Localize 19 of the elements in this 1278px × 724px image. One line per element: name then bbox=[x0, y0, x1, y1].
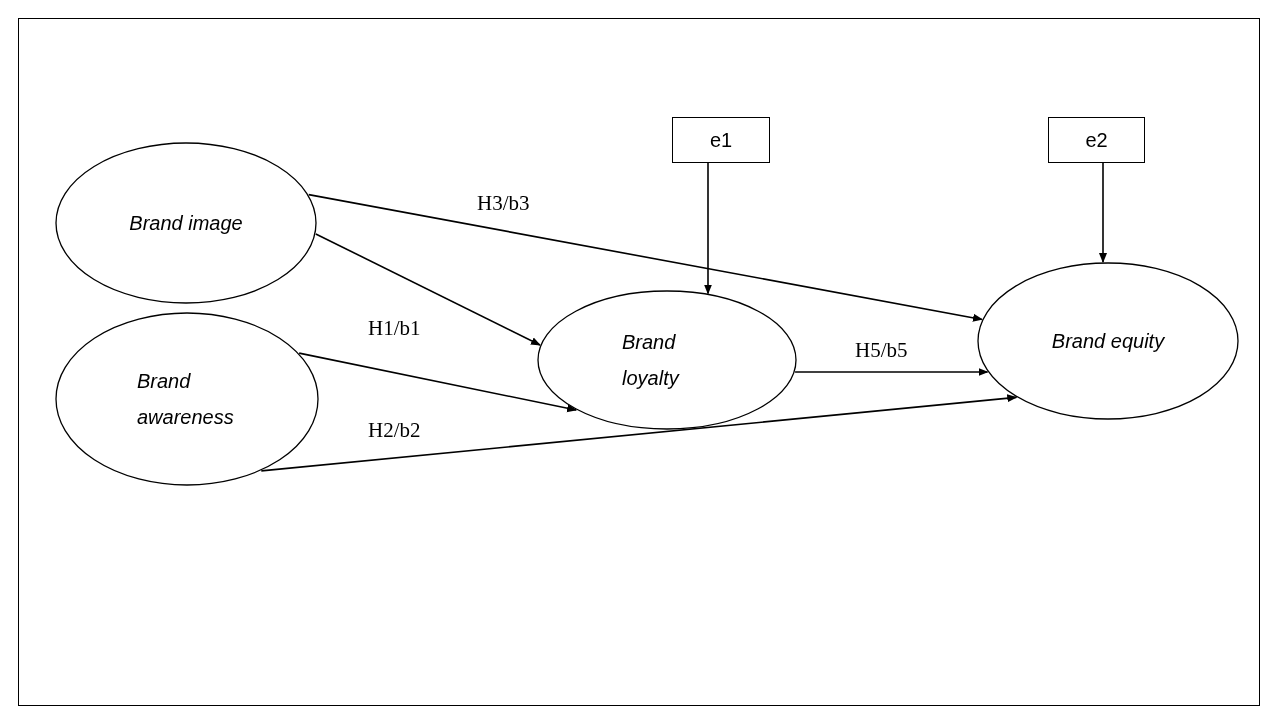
node-label: e1 bbox=[709, 128, 733, 153]
arrow bbox=[298, 352, 578, 413]
error-term-box bbox=[672, 117, 770, 163]
ellipse-node bbox=[977, 262, 1239, 420]
arrow bbox=[794, 368, 989, 376]
arrow bbox=[315, 233, 541, 346]
arrow bbox=[704, 162, 712, 295]
arrow bbox=[307, 193, 983, 322]
node-label: Brand loyalty bbox=[622, 330, 681, 391]
error-term-box bbox=[1048, 117, 1145, 163]
node-label: e2 bbox=[1085, 128, 1108, 153]
node-label: Brand image bbox=[129, 211, 243, 236]
ellipse-node bbox=[55, 142, 317, 304]
arrow bbox=[260, 394, 1018, 472]
ellipse-node bbox=[537, 290, 797, 430]
node-label: Brand awareness bbox=[137, 369, 235, 430]
node-label: Brand equity bbox=[1051, 329, 1165, 354]
arrow bbox=[1099, 162, 1107, 264]
ellipse-node bbox=[55, 312, 319, 486]
